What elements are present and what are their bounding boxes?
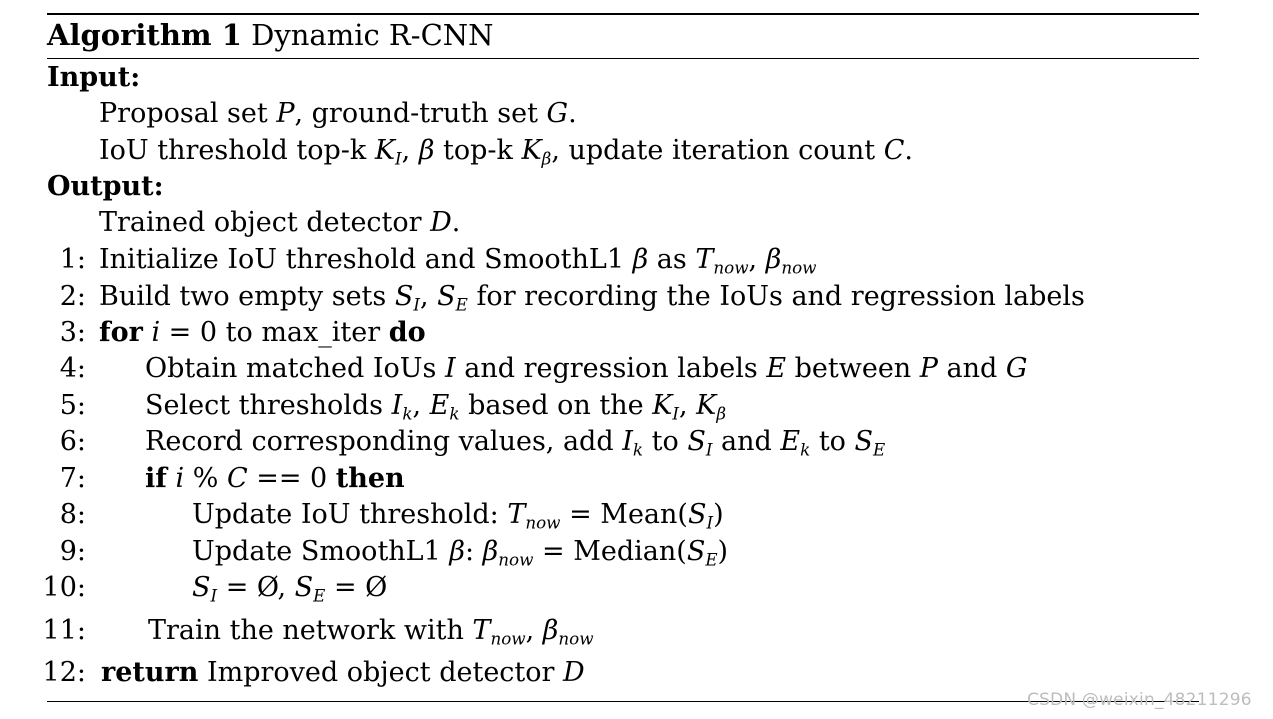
step-number-8: 8: — [59, 499, 86, 530]
caption-rule — [47, 58, 1199, 59]
step-11: Train the network with Tnow, βnow — [148, 615, 594, 649]
input-line-2: IoU threshold top-k KI, β top-k Kβ, upda… — [99, 135, 913, 169]
algorithm-label: Algorithm 1 — [47, 18, 242, 52]
step-number-3: 3: — [59, 317, 86, 348]
output-line-1: Trained object detector D. — [99, 207, 461, 238]
step-2: Build two empty sets SI, SE for recordin… — [99, 281, 1085, 315]
step-number-12: 12: — [42, 657, 86, 688]
input-line-1: Proposal set P, ground-truth set G. — [99, 98, 577, 129]
step-number-11: 11: — [42, 615, 86, 646]
step-number-6: 6: — [59, 426, 86, 457]
step-10: SI = Ø, SE = Ø — [192, 572, 388, 606]
step-8: Update IoU threshold: Tnow = Mean(SI) — [192, 499, 724, 533]
step-5: Select thresholds Ik, Ek based on the KI… — [145, 390, 727, 424]
step-number-9: 9: — [59, 536, 86, 567]
step-3: for i = 0 to max_iter do — [99, 317, 426, 348]
bottom-rule — [47, 701, 1199, 702]
step-number-10: 10: — [42, 572, 86, 603]
algorithm-caption: Algorithm 1 Dynamic R-CNN — [47, 17, 494, 53]
algorithm-title: Dynamic R-CNN — [251, 18, 494, 52]
step-4: Obtain matched IoUs I and regression lab… — [145, 353, 1028, 384]
step-number-5: 5: — [59, 390, 86, 421]
step-number-1: 1: — [59, 244, 86, 275]
step-1: Initialize IoU threshold and SmoothL1 β … — [99, 244, 817, 278]
step-12: return Improved object detector D — [101, 657, 585, 688]
step-number-2: 2: — [59, 281, 86, 312]
output-heading: Output: — [47, 171, 164, 202]
top-rule — [47, 13, 1199, 15]
step-6: Record corresponding values, add Ik to S… — [145, 426, 886, 460]
input-heading: Input: — [47, 62, 141, 93]
step-7: if i % C == 0 then — [145, 463, 405, 494]
watermark: CSDN @weixin_48211296 — [1027, 690, 1252, 710]
step-9: Update SmoothL1 β: βnow = Median(SE) — [192, 536, 729, 570]
step-number-7: 7: — [59, 463, 86, 494]
step-number-4: 4: — [59, 353, 86, 384]
